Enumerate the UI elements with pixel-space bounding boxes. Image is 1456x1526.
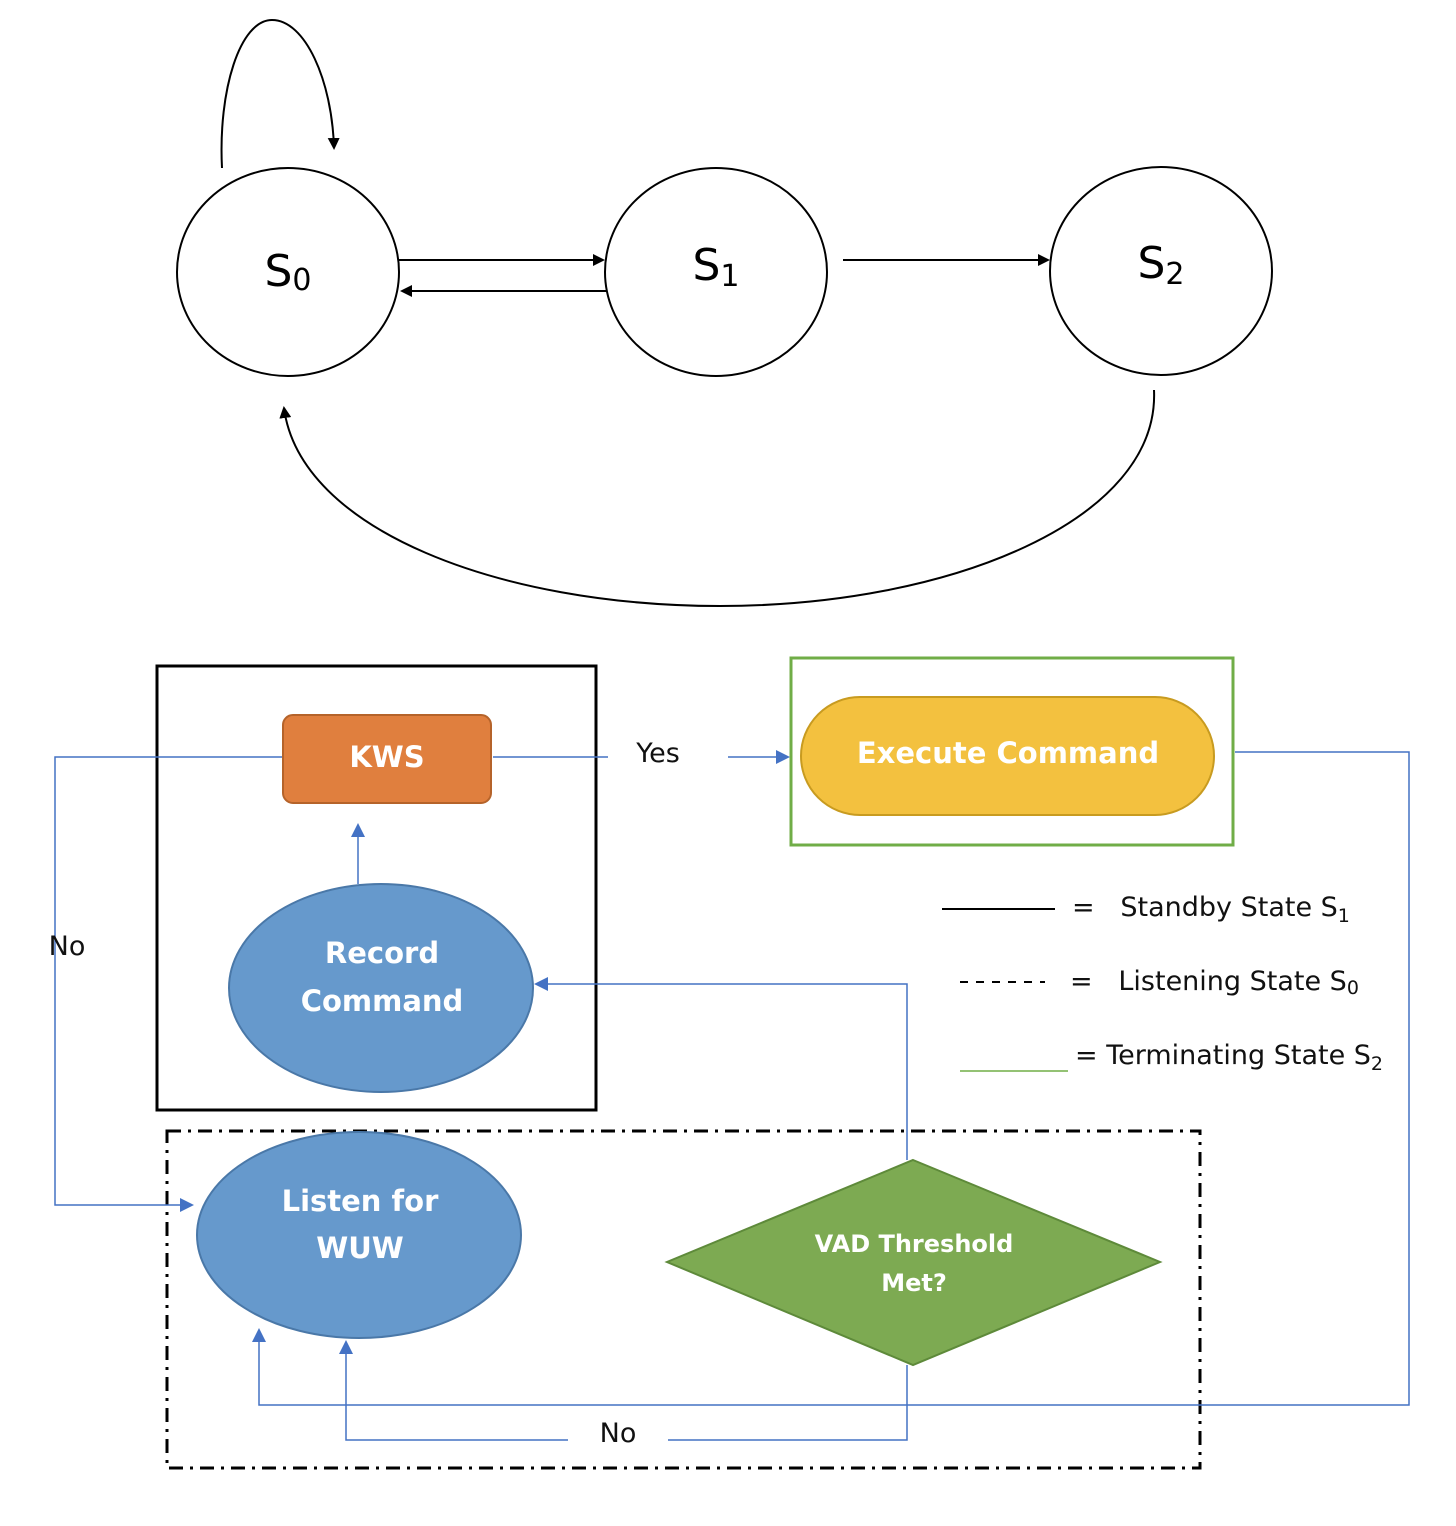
listen-for-wuw-node: Listen for WUW <box>196 1131 522 1339</box>
record-command-label-line1: Record <box>325 936 439 970</box>
kws-node: KWS <box>282 714 492 804</box>
kws-label: KWS <box>349 740 424 774</box>
no-bottom-label: No <box>600 1418 637 1449</box>
vad-no-edge-b <box>339 1340 568 1441</box>
legend-terminating-label: = Terminating State S2 <box>1075 1040 1383 1075</box>
vad-threshold-label-line2: Met? <box>881 1269 947 1297</box>
state-s2-label: S2 <box>1137 238 1184 292</box>
no-left-label: No <box>49 931 86 962</box>
state-s1: S1 <box>604 167 828 377</box>
legend: = Standby State S1 = Listening State S0 … <box>942 892 1383 1075</box>
record-command-label-line2: Command <box>301 984 464 1018</box>
vad-no-edge-a <box>668 1365 908 1441</box>
flowchart: KWS Execute Command Record Command Liste… <box>49 656 1410 1470</box>
s0-self-loop-edge <box>220 18 340 169</box>
yes-label: Yes <box>635 738 680 769</box>
legend-standby-label: = Standby State S1 <box>1072 892 1350 927</box>
terminating-state-box <box>789 656 1235 847</box>
listen-for-wuw-label-line2: WUW <box>316 1231 404 1265</box>
execute-command-label: Execute Command <box>857 736 1159 770</box>
vad-threshold-label-line1: VAD Threshold <box>815 1230 1014 1258</box>
kws-no-edge <box>54 756 283 1212</box>
state-s2: S2 <box>1049 166 1273 376</box>
vad-threshold-decision: VAD Threshold Met? <box>664 1158 1163 1367</box>
vad-to-record-edge <box>534 977 908 1160</box>
listen-for-wuw-label-line1: Listen for <box>282 1184 439 1218</box>
state-s1-label: S1 <box>692 240 739 294</box>
state-machine: S0 S1 S2 <box>176 18 1273 608</box>
state-s0: S0 <box>176 167 400 377</box>
s2-to-s0-edge <box>279 389 1156 608</box>
record-command-node: Record Command <box>228 883 534 1093</box>
listening-state-box <box>165 1129 1202 1470</box>
standby-state-box <box>155 664 598 1112</box>
execute-to-listen-edge <box>252 751 1410 1406</box>
state-s0-label: S0 <box>264 246 311 298</box>
execute-command-node: Execute Command <box>800 696 1215 816</box>
legend-listening-label: = Listening State S0 <box>1070 966 1359 999</box>
